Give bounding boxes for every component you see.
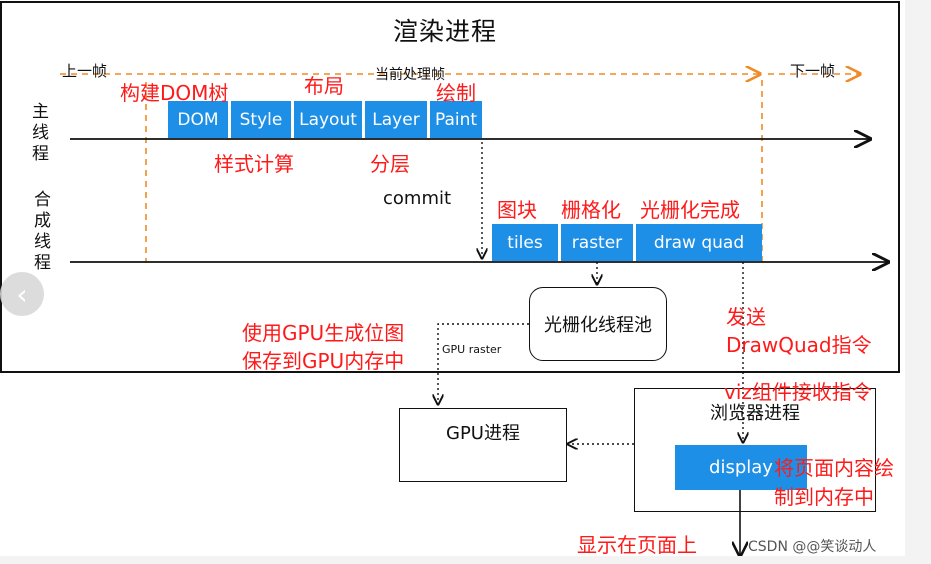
annotation-layer: 分层 <box>370 152 410 176</box>
commit-label: commit <box>383 188 452 209</box>
annotation-send-1: 发送 <box>726 305 766 329</box>
step-raster: raster <box>561 224 633 261</box>
chevron-left-icon: ‹ <box>16 277 28 311</box>
browser-process-box: 浏览器进程 <box>634 388 876 512</box>
annotation-paint: 绘制 <box>436 81 476 105</box>
annotation-style: 样式计算 <box>214 152 294 176</box>
csdn-watermark: CSDN @@笑谈动人 <box>748 536 877 556</box>
annotation-build-dom: 构建DOM树 <box>120 81 229 105</box>
back-arrow-button[interactable]: ‹ <box>0 272 44 316</box>
step-dom: DOM <box>168 101 228 138</box>
current-frame-label: 当前处理帧 <box>375 67 445 83</box>
step-layer: Layer <box>365 101 427 138</box>
annotation-show: 显示在页面上 <box>577 533 697 557</box>
footer-strip <box>0 556 931 564</box>
gpu-process-label: GPU进程 <box>446 423 520 444</box>
step-tiles: tiles <box>492 224 558 261</box>
main-thread-label: 主线程 <box>32 102 49 164</box>
annotation-viz: viz组件接收指令 <box>724 380 872 404</box>
compositor-thread-label: 合成线程 <box>34 190 51 273</box>
gpu-process-box: GPU进程 <box>399 408 567 482</box>
annotation-layout: 布局 <box>304 74 344 98</box>
step-style: Style <box>231 101 291 138</box>
step-layout: Layout <box>294 101 362 138</box>
render-process-border <box>0 1 900 373</box>
prev-frame-label: 上一帧 <box>62 62 108 80</box>
annotation-gpu-bitmap-2: 保存到GPU内存中 <box>242 349 405 373</box>
step-draw-quad: draw quad <box>636 224 762 261</box>
render-process-title: 渲染进程 <box>393 17 498 46</box>
display-box: display <box>675 445 807 490</box>
annotation-gpu-bitmap-1: 使用GPU生成位图 <box>242 321 405 345</box>
annotation-raster: 栅格化 <box>561 198 621 222</box>
raster-thread-pool: 光栅化线程池 <box>529 287 667 361</box>
annotation-send-2: DrawQuad指令 <box>726 333 872 357</box>
pool-to-gpu-arrow <box>438 323 529 404</box>
annotation-tiles: 图块 <box>497 198 537 222</box>
scrollbar[interactable] <box>905 0 931 564</box>
gpu-raster-label: GPU raster <box>442 343 502 356</box>
annotation-draw-mem-1: 将页面内容绘 <box>774 456 894 480</box>
annotation-raster-done: 光栅化完成 <box>640 198 740 222</box>
browser-process-label: 浏览器进程 <box>710 403 800 424</box>
step-paint: Paint <box>430 101 482 138</box>
next-frame-label: 下一帧 <box>790 62 836 80</box>
annotation-draw-mem-2: 制到内存中 <box>774 485 874 509</box>
